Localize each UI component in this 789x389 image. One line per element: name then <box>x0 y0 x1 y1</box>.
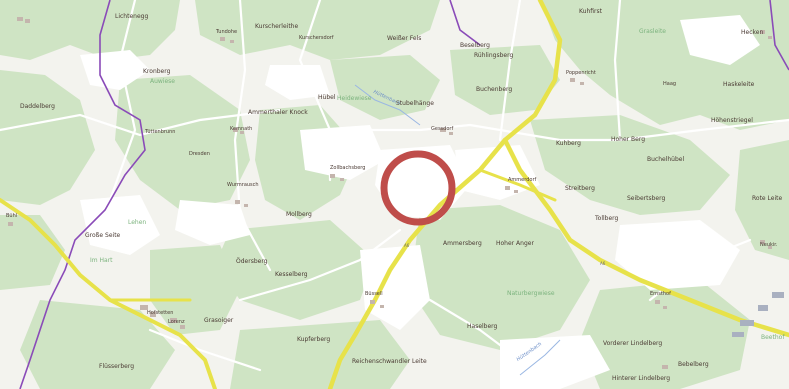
village-label: Ammerdorf <box>508 177 537 183</box>
place-label: Mollberg <box>286 211 312 218</box>
place-label: Streitberg <box>565 185 595 192</box>
village-buildings <box>8 17 784 369</box>
village-label: Tüttenbrunn <box>145 129 176 135</box>
village-label: Kemnath <box>230 126 253 132</box>
place-label: Kuhfirst <box>579 8 602 15</box>
location-circle-icon <box>380 150 456 226</box>
village-label: Tundohe <box>216 29 238 35</box>
place-label: Flüsserberg <box>99 363 135 370</box>
village-label: Büssell <box>365 291 383 297</box>
place-label: Kupferberg <box>297 336 331 343</box>
village-label: Poppenricht <box>566 70 596 76</box>
place-label: Zollbachsberg <box>330 165 366 171</box>
place-label: Bebelberg <box>678 361 709 368</box>
place-label: Hecken <box>741 29 764 36</box>
place-label: Reichenschwandler Leite <box>352 358 427 365</box>
place-label: Ammersberg <box>443 240 482 247</box>
place-label: Hinterer Lindelberg <box>612 375 671 382</box>
village-label: Bühl <box>6 213 18 219</box>
nature-label: Naturbergwiese <box>507 290 555 297</box>
streams <box>354 84 561 376</box>
place-label: Rühlingsberg <box>474 52 514 59</box>
place-label: Beselberg <box>460 42 490 49</box>
place-label: Kesselberg <box>275 271 308 278</box>
place-label: Hoher Berg <box>611 136 646 143</box>
nature-label: Im Hart <box>90 257 113 264</box>
place-label: Weißer Fels <box>387 35 422 42</box>
place-label: Hoher Anger <box>496 240 534 247</box>
place-label: Rote Leite <box>752 195 783 202</box>
place-label: Tollberg <box>595 215 619 222</box>
village-label: Neukir. <box>760 242 778 248</box>
village-label: Ernsthof <box>650 291 671 297</box>
nature-label: Heidewiese <box>337 95 372 102</box>
village-label: Dresden <box>189 151 210 157</box>
village-label: Haag <box>663 81 677 87</box>
nature-label: Lehen <box>128 219 147 226</box>
place-label: Haskeleite <box>723 81 755 88</box>
place-label: Stubelhänge <box>396 100 434 107</box>
field-areas <box>80 15 760 389</box>
village-label: Lorenz <box>168 319 185 325</box>
place-label: Seibertsberg <box>627 195 666 202</box>
place-label: Buchenberg <box>476 86 513 93</box>
village-label: Hofstetten <box>147 310 174 316</box>
place-label: Lichtenegg <box>115 13 149 20</box>
place-label: Buchelhübel <box>647 156 685 163</box>
village-label: Wurmrausch <box>227 182 259 188</box>
place-label: Vorderer Lindelberg <box>603 340 663 347</box>
place-label: Haselberg <box>467 323 498 330</box>
place-label: Kurschersdorf <box>299 35 334 41</box>
place-label: Kuhberg <box>556 140 581 147</box>
road-ref-label: A6 <box>404 243 410 248</box>
place-label: Ammerthaler Knock <box>248 109 308 116</box>
nature-label: Auwiese <box>150 78 175 85</box>
place-label: Grasoiger <box>204 317 234 324</box>
admin-boundary <box>19 0 789 389</box>
nature-label: Grasleite <box>639 28 666 35</box>
place-label: Daddelberg <box>20 103 55 110</box>
place-label: Große Seite <box>85 232 121 239</box>
place-label: Kronberg <box>143 68 171 75</box>
place-label: Kurscherleithe <box>255 23 299 30</box>
minor-roads <box>0 0 789 372</box>
road-ref-label: A6 <box>600 261 606 266</box>
village-label: Gessdorf <box>431 126 454 132</box>
place-label: Hübel <box>318 94 336 101</box>
place-label: Höhenstriegel <box>711 117 753 124</box>
nature-label: Beethof <box>761 334 785 341</box>
place-label: Ödersberg <box>236 258 268 265</box>
